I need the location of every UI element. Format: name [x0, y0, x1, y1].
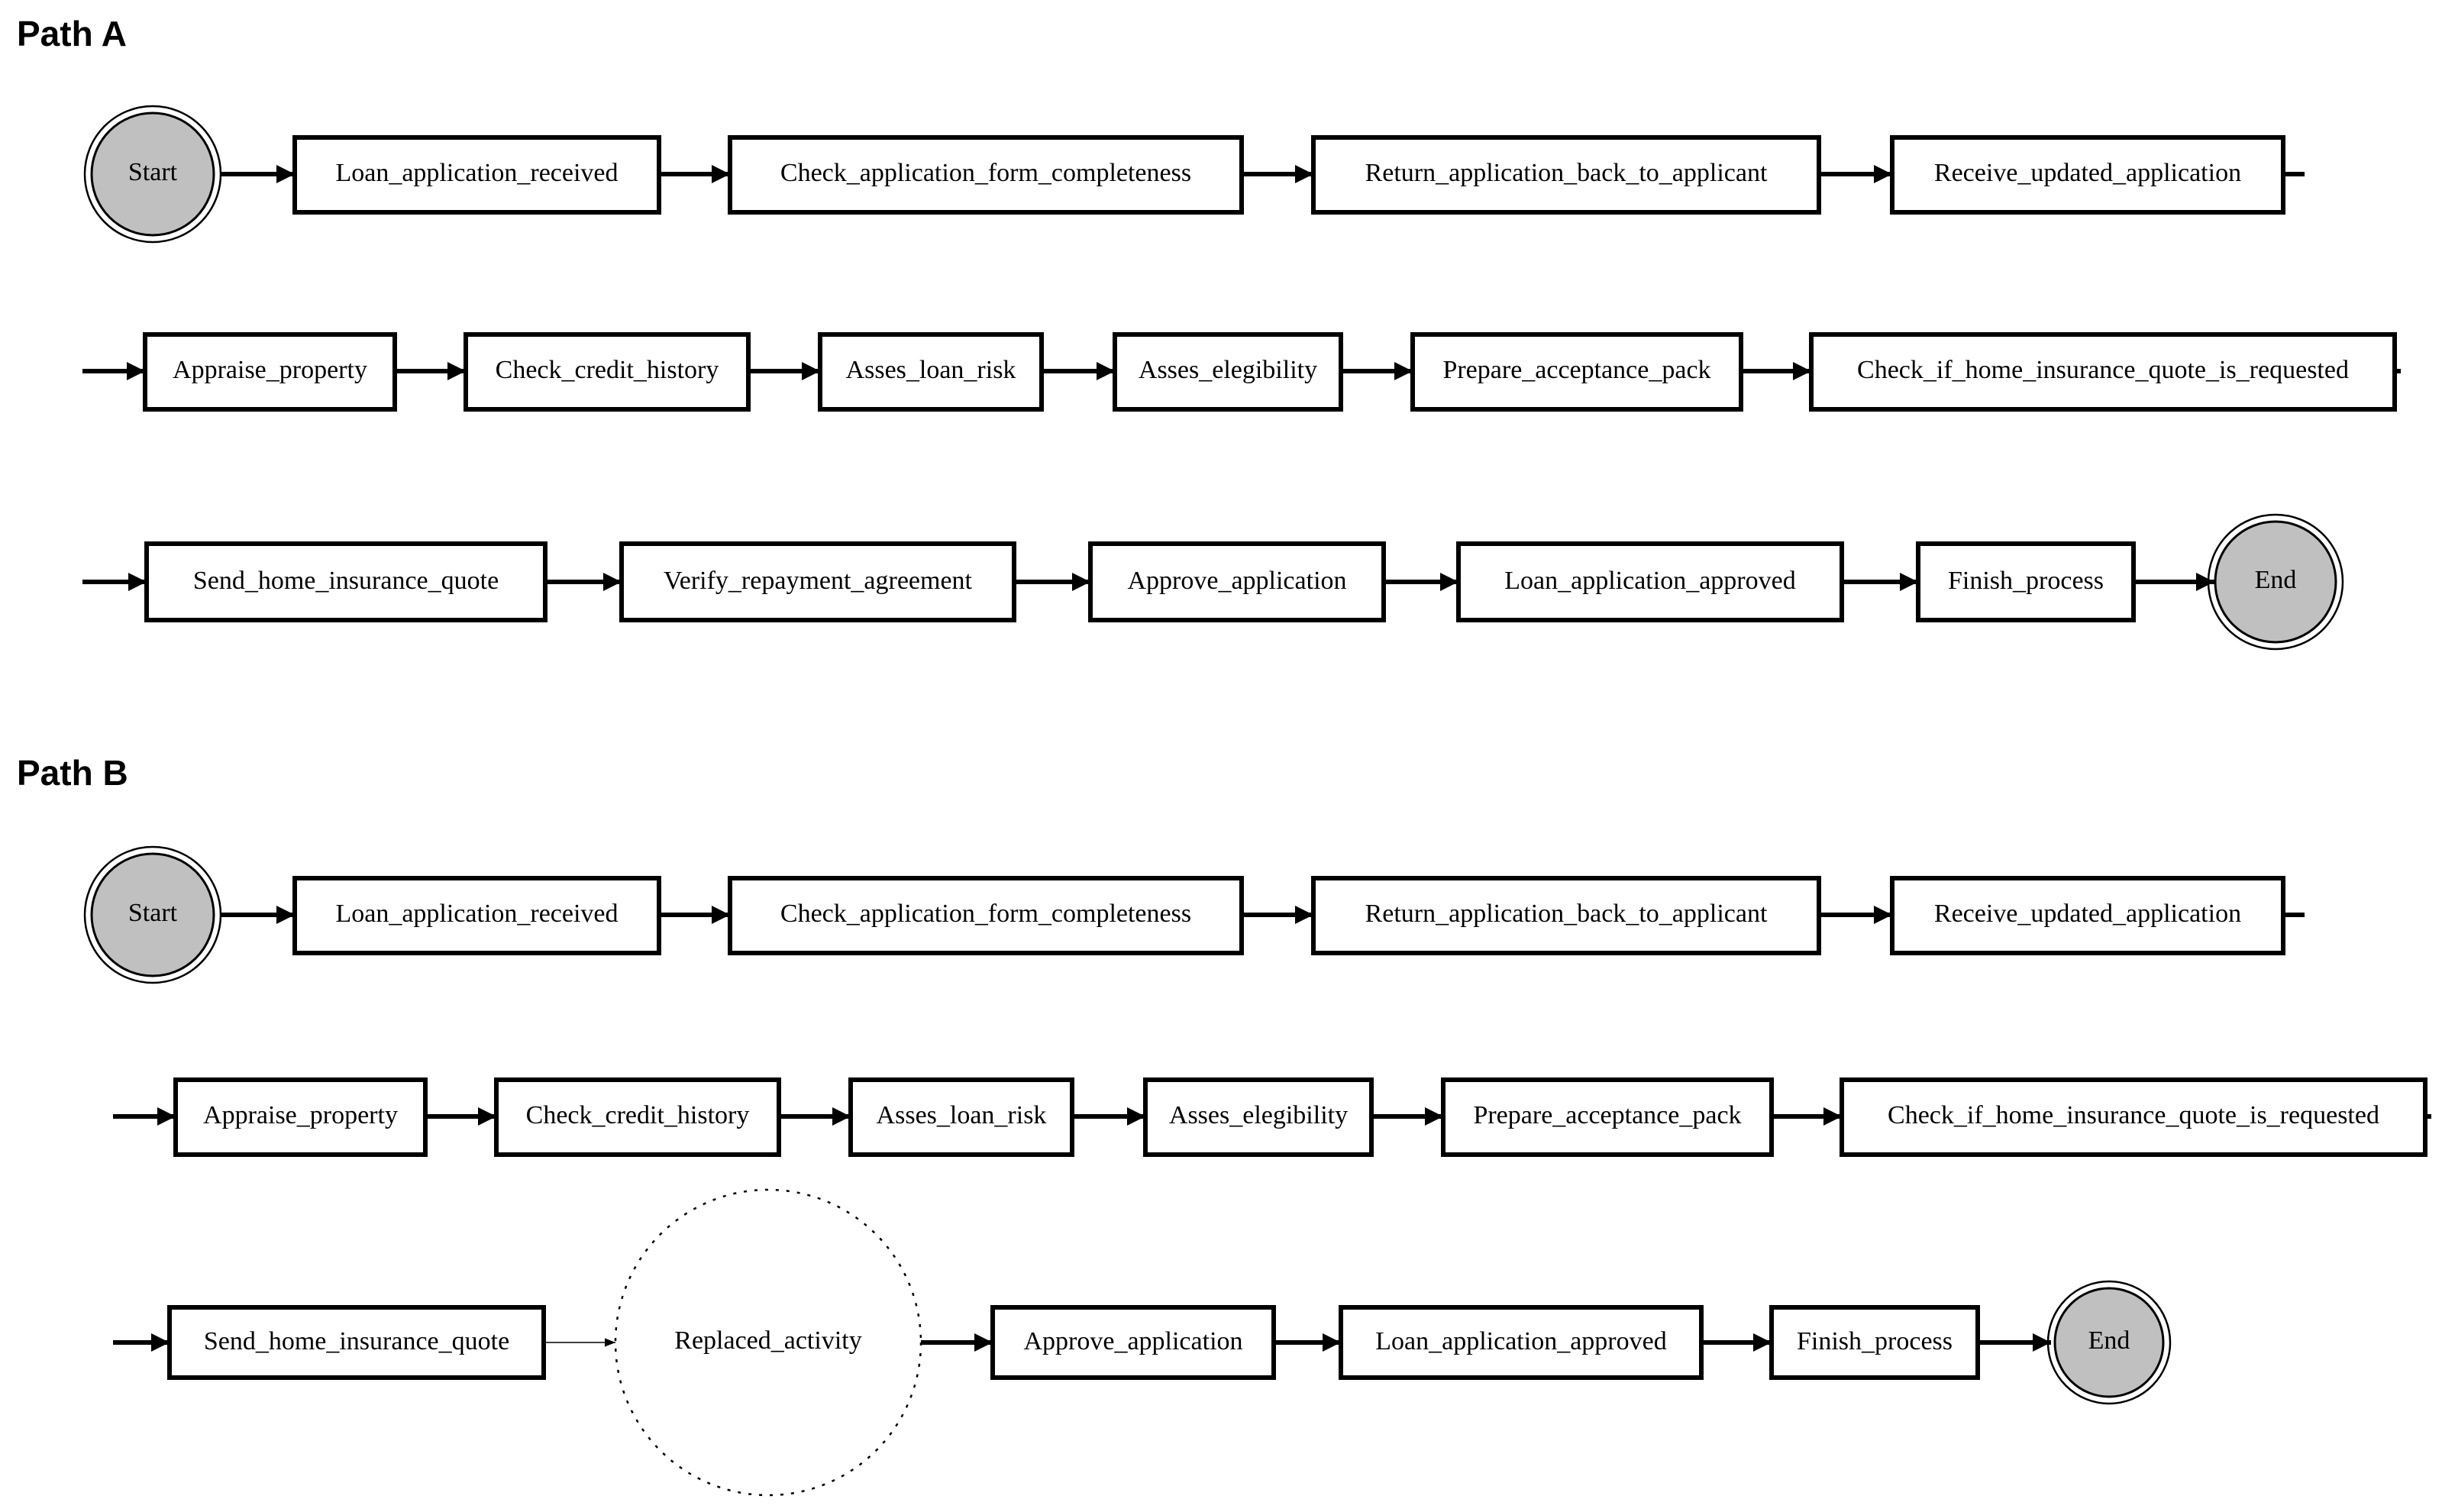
path-a-activity-node: Loan_application_received [292, 135, 661, 215]
path-b-activity-node: Asses_elegibility [1143, 1077, 1374, 1157]
activity-label: Asses_elegibility [1139, 356, 1317, 384]
path-b-title: Path B [17, 753, 128, 793]
path-a-start-node: Start [83, 105, 222, 244]
path-b-end-label: End [2088, 1326, 2130, 1355]
path-a-activity-node: Return_application_back_to_applicant [1311, 135, 1821, 215]
activity-label: Check_if_home_insurance_quote_is_request… [1888, 1101, 2379, 1129]
activity-label: Loan_application_approved [1375, 1327, 1666, 1355]
path-a-activity-node: Verify_repayment_agreement [619, 541, 1016, 622]
path-a-activity-node: Asses_elegibility [1113, 332, 1343, 412]
path-a-activity-node: Prepare_acceptance_pack [1410, 332, 1743, 412]
activity-label: Loan_application_received [335, 159, 618, 187]
replaced-activity-node: Replaced_activity [614, 1188, 922, 1497]
activity-label: Approve_application [1023, 1327, 1242, 1355]
path-b-activity-node: Send_home_insurance_quote [167, 1305, 546, 1380]
activity-label: Return_application_back_to_applicant [1365, 159, 1768, 187]
path-b-end-node: End [2046, 1280, 2172, 1405]
activity-label: Finish_process [1797, 1327, 1953, 1355]
path-a-activity-node: Appraise_property [143, 332, 397, 412]
activity-label: Verify_repayment_agreement [664, 567, 973, 595]
path-a-activity-node: Check_credit_history [464, 332, 751, 412]
activity-label: Asses_elegibility [1169, 1101, 1348, 1129]
path-a-title: Path A [17, 14, 127, 53]
path-b-activity-node: Check_application_form_completeness [728, 876, 1244, 955]
activity-label: Replaced_activity [674, 1326, 861, 1355]
path-a-activity-node: Receive_updated_application [1890, 135, 2285, 215]
activity-label: Appraise_property [203, 1101, 398, 1129]
path-a-activity-node: Approve_application [1088, 541, 1386, 622]
activity-label: Loan_application_received [335, 900, 618, 928]
activity-label: Approve_application [1127, 567, 1346, 595]
path-a-activity-node: Finish_process [1916, 541, 2136, 622]
path-a-start-label: Start [128, 158, 178, 186]
activity-label: Check_credit_history [526, 1101, 750, 1129]
activity-label: Appraise_property [173, 356, 367, 384]
path-b-activity-node: Prepare_acceptance_pack [1441, 1077, 1774, 1157]
activity-label: Prepare_acceptance_pack [1442, 356, 1710, 384]
path-b-activity-node: Appraise_property [173, 1077, 428, 1157]
path-b-activity-node: Finish_process [1769, 1305, 1980, 1380]
activity-label: Check_application_form_completeness [780, 159, 1191, 187]
path-b-activity-node: Approve_application [990, 1305, 1276, 1380]
path-a-activity-node: Loan_application_approved [1456, 541, 1844, 622]
path-b-activity-node: Asses_loan_risk [848, 1077, 1074, 1157]
path-a-activity-node: Send_home_insurance_quote [144, 541, 548, 622]
path-b-start-label: Start [128, 899, 178, 927]
activity-label: Check_credit_history [496, 356, 719, 384]
activity-label: Asses_loan_risk [877, 1101, 1047, 1129]
path-b-start-node: Start [83, 845, 222, 984]
path-b-activity-node: Return_application_back_to_applicant [1311, 876, 1821, 955]
activity-label: Check_application_form_completeness [780, 900, 1191, 928]
activity-label: Receive_updated_application [1934, 159, 2241, 187]
path-a-end-node: End [2207, 513, 2344, 651]
activity-label: Send_home_insurance_quote [204, 1327, 509, 1355]
activity-label: Finish_process [1948, 567, 2104, 595]
activity-label: Prepare_acceptance_pack [1473, 1101, 1741, 1129]
activity-label: Send_home_insurance_quote [193, 567, 499, 595]
path-a-activity-node: Check_if_home_insurance_quote_is_request… [1809, 332, 2397, 412]
path-a-activity-node: Asses_loan_risk [818, 332, 1044, 412]
activity-label: Asses_loan_risk [846, 356, 1016, 384]
activity-label: Return_application_back_to_applicant [1365, 900, 1768, 928]
activity-label: Loan_application_approved [1504, 567, 1795, 595]
activity-label: Receive_updated_application [1934, 900, 2241, 928]
path-b-activity-node: Receive_updated_application [1890, 876, 2285, 955]
activity-label: Check_if_home_insurance_quote_is_request… [1857, 356, 2349, 384]
path-b-activity-node: Check_if_home_insurance_quote_is_request… [1840, 1077, 2427, 1157]
path-b-activity-node: Loan_application_received [292, 876, 661, 955]
path-b-activity-node: Check_credit_history [494, 1077, 781, 1157]
path-b-activity-node: Loan_application_approved [1339, 1305, 1704, 1380]
path-a-activity-node: Check_application_form_completeness [728, 135, 1244, 215]
path-a-end-label: End [2255, 566, 2297, 594]
